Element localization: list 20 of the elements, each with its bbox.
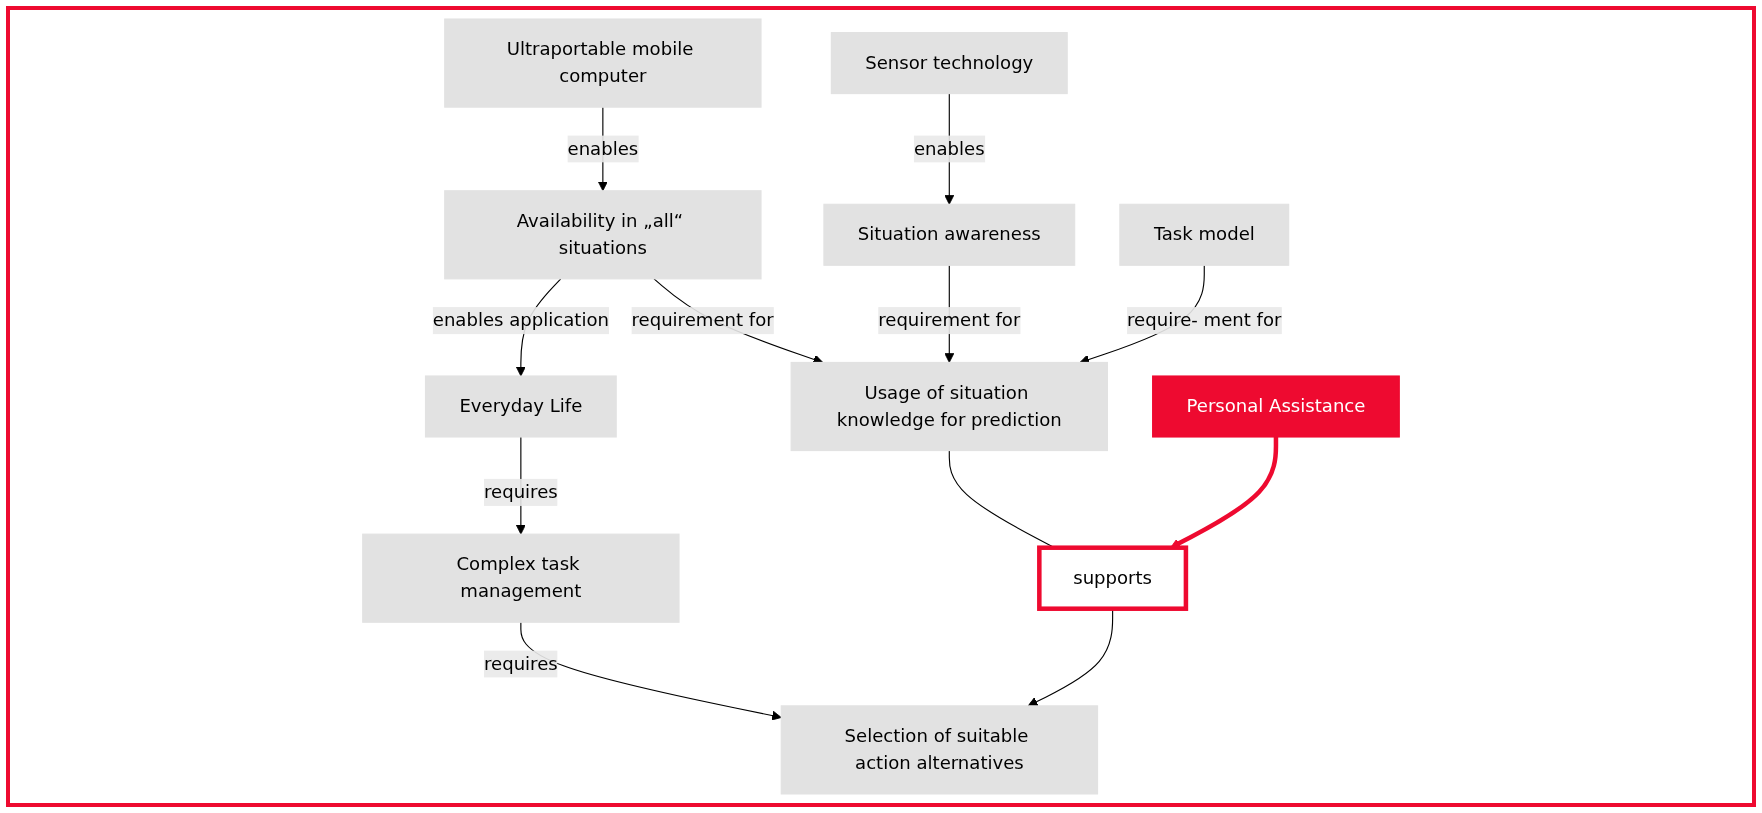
node-box: Usage of situation knowledge for prediction — [790, 361, 1108, 452]
node-box: supports — [1037, 545, 1189, 611]
edge-label: enables — [567, 137, 639, 160]
edge-label: require- ment for — [1127, 309, 1282, 331]
node-box: Availability in „all“ situations — [444, 190, 762, 280]
edge-label: requirement for — [878, 309, 1021, 331]
edge-label: requires — [484, 652, 558, 675]
node-box: Everyday Life — [424, 375, 617, 438]
node-box: Task model — [1119, 203, 1290, 266]
node-box: Situation awareness — [823, 203, 1076, 266]
arrow — [520, 621, 782, 721]
node-box: Selection of suitable action alternatives — [780, 705, 1099, 795]
node-box: Personal Assistance — [1152, 375, 1400, 438]
node-box: Ultraportable mobile computer — [444, 18, 762, 108]
edge-label: requires — [484, 481, 558, 503]
edge-label: requirement for — [631, 309, 774, 331]
node-box: Sensor technology — [830, 32, 1068, 95]
edge-label: enables — [913, 137, 985, 160]
edge-label: enables application — [432, 309, 609, 331]
node-box: Complex task management — [362, 533, 680, 623]
